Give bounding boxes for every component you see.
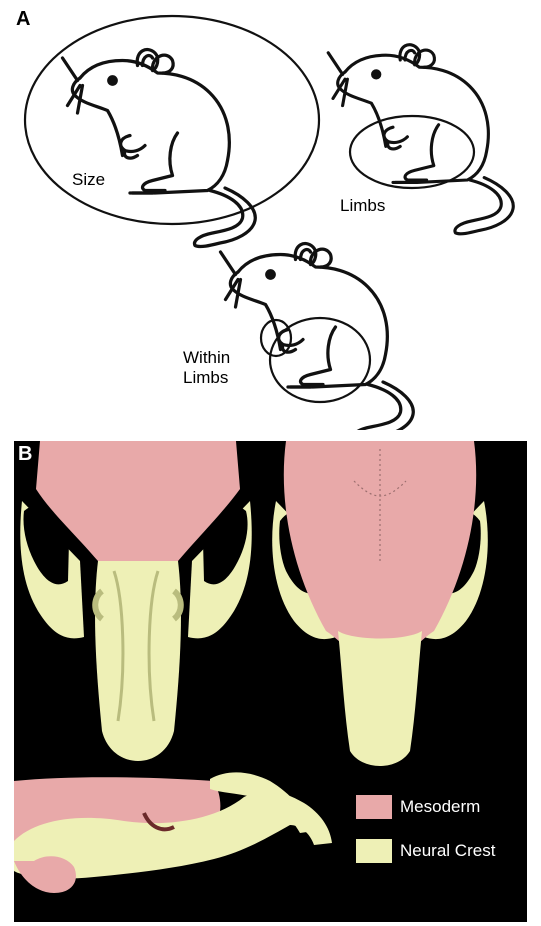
skull-ventral-view (20, 441, 251, 761)
neural-crest-label: Neural Crest (400, 841, 495, 861)
mouse-size (25, 16, 319, 247)
legend-mesoderm: Mesoderm (356, 795, 480, 819)
caption-size: Size (72, 170, 105, 190)
panel-b: Mesoderm Neural Crest B (14, 441, 527, 922)
panel-a: A (0, 0, 541, 430)
neural-crest-swatch (356, 839, 392, 863)
mouse-illustrations (0, 0, 541, 430)
hindlimb-ellipse (270, 318, 370, 402)
skull-lateral-view (14, 772, 332, 893)
legend-neural-crest: Neural Crest (356, 839, 495, 863)
mouse-within-limbs (221, 244, 414, 430)
skull-dorsal-view (272, 441, 488, 766)
caption-limbs: Limbs (340, 196, 385, 216)
mesoderm-label: Mesoderm (400, 797, 480, 817)
caption-within-limbs: Within Limbs (183, 348, 230, 388)
panel-b-label: B (18, 443, 32, 466)
limbs-ellipse (350, 116, 474, 188)
mesoderm-swatch (356, 795, 392, 819)
